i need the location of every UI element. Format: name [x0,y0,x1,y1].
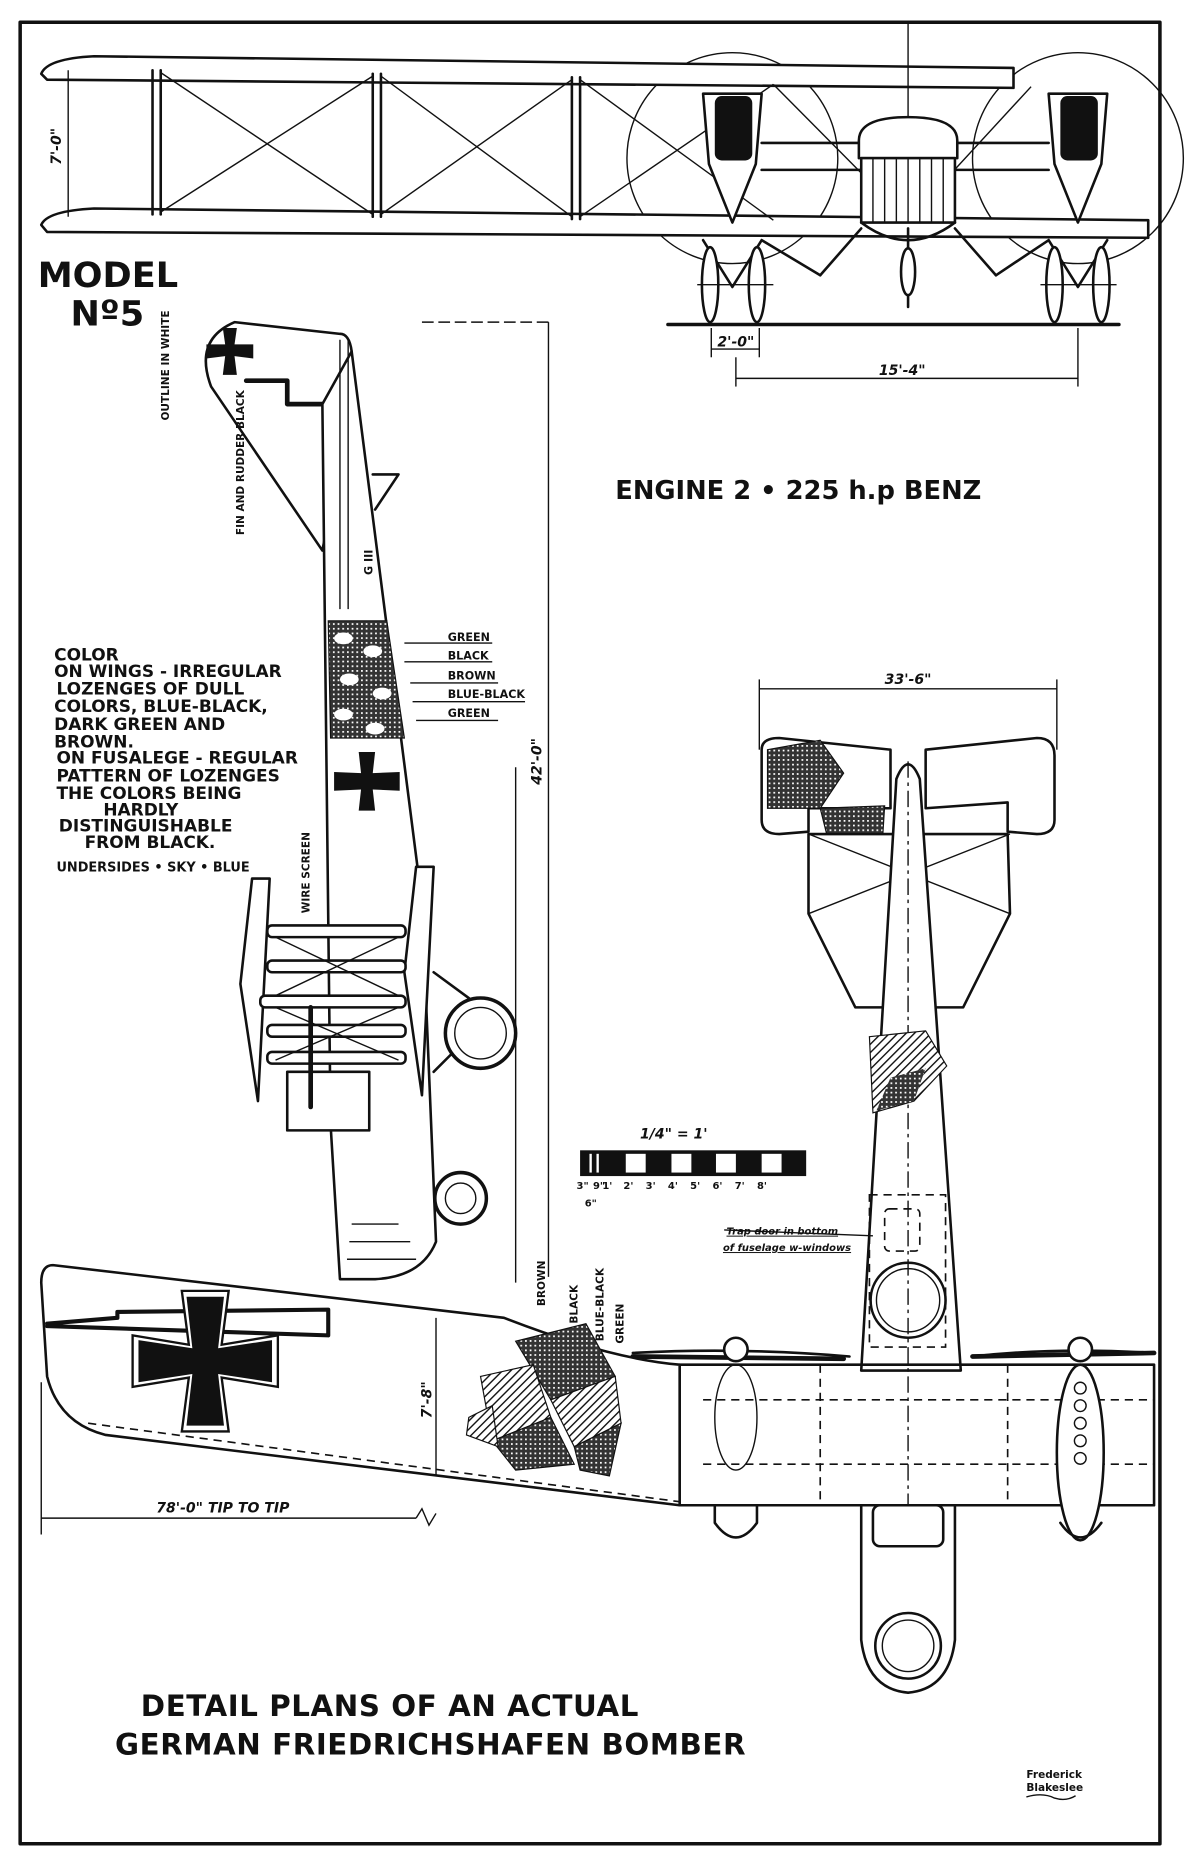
chord-dimension-label: 7'-8" [419,1381,435,1418]
wing-lozenges [465,1322,622,1477]
propeller-right [970,1336,1157,1363]
scale-label: 3" [577,1181,589,1192]
interplane-struts [151,68,1032,221]
dimension-wheel: 2'-0" [710,327,761,358]
title-line2: GERMAN FRIEDRICHSHAFEN BOMBER [115,1728,746,1762]
scale-label: 7' [735,1181,745,1192]
color-note-line: ON FUSALEGE - REGULAR [56,749,297,769]
scale-label: 4' [668,1181,678,1192]
trap-door-note-line1: Trap door in bottom [727,1227,839,1238]
fuselage-side [321,350,438,1281]
color-note-line: COLORS, BLUE-BLACK, [54,697,268,717]
scale-label: 2' [623,1181,633,1192]
scale-bar: 1/4" = 1' 3" 6" 9" 1' 2' 3' 4' 5' 6' 7' … [577,1127,807,1210]
engine-cowl-side [443,996,518,1071]
signature-line2: Blakeslee [1026,1782,1083,1794]
scale-label: 8' [757,1181,767,1192]
color-note-line: DARK GREEN AND [54,715,225,735]
color-note-line: FROM BLACK. [85,833,216,853]
color-note-line: DISTINGUISHABLE [59,817,233,837]
dimension-length: 42'-0" [421,321,551,1283]
fuselage-color-label: BLACK [448,649,489,662]
plan-view: 33'-6" Trap door in bottom of fuselage w… [39,672,1157,1699]
side-view: G III GREEN BLACK BROWN BLUE-BLACK GREEN… [160,310,551,1283]
fin-rudder-note: FIN AND RUDDER BLACK [235,389,247,535]
model-label: MODEL [38,255,178,296]
fuselage-color-label: GREEN [448,707,490,720]
color-note-line: PATTERN OF LOZENGES [56,766,279,786]
color-note-line: ON WINGS - IRREGULAR [54,662,282,682]
span-dimension-label: 78'-0" TIP TO TIP [156,1500,290,1516]
color-notes: COLOR ON WINGS - IRREGULAR LOZENGES OF D… [54,646,298,876]
scale-title: 1/4" = 1' [640,1127,708,1143]
dimension-gap: 7'-0" [49,70,69,217]
title-line1: DETAIL PLANS OF AN ACTUAL [141,1689,639,1723]
color-note-line: LOZENGES OF DULL [56,680,244,700]
signature-line1: Frederick [1026,1769,1083,1781]
fuselage-plan: Trap door in bottom of fuselage w-window… [723,761,963,1699]
color-note-line: COLOR [54,646,119,666]
color-note-line: HARDLY [103,800,179,820]
propeller-left [630,1336,846,1363]
dimension-span: 78'-0" TIP TO TIP [40,1382,437,1535]
scale-label: 9" [593,1181,605,1192]
model-number: Nº5 [71,294,145,335]
fuselage-front [818,115,998,309]
color-note-line: UNDERSIDES • SKY • BLUE [56,861,249,876]
tail-fin [204,320,353,552]
wing-color-label: BROWN [536,1261,548,1307]
wheel-dimension-label: 2'-0" [717,335,754,351]
tailplane-span-label: 33'-6" [885,672,932,688]
engine-nacelle-left [701,92,763,224]
scale-label: 6" [585,1199,597,1210]
wing-stack-side [239,865,518,1260]
wheel-side [433,1170,489,1226]
engine-label: ENGINE 2 • 225 h.p BENZ [615,476,981,506]
scale-label: 3' [646,1181,656,1192]
iron-cross-wing [131,1289,280,1433]
landing-gear [697,238,1117,324]
scale-label: 6' [712,1181,722,1192]
signature: Frederick Blakeslee [1026,1769,1083,1801]
iron-cross-tail [206,327,254,375]
wing-color-label: BLUE-BLACK [595,1267,607,1341]
scale-label: 5' [690,1181,700,1192]
left-wing-plan: 7'-8" BROWN BLACK BLUE-BLACK GREEN [39,1261,681,1507]
fuselage-lozenge-band [327,620,406,739]
fuselage-color-callouts: GREEN BLACK BROWN BLUE-BLACK GREEN [404,631,526,722]
iron-cross-fuselage [334,752,400,811]
fuselage-color-label: BLUE-BLACK [448,688,526,701]
wing-color-label: GREEN [614,1304,626,1344]
gap-dimension-label: 7'-0" [49,128,65,165]
color-note-line: THE COLORS BEING [56,784,241,804]
wing-color-label: BLACK [569,1284,581,1324]
fuselage-color-label: BROWN [448,669,496,682]
front-view: 7'-0" 2'-0" 15'-4" [39,23,1185,387]
color-note-line: BROWN. [54,732,134,752]
fuselage-color-label: GREEN [448,631,490,644]
engine-nacelle-right [1047,92,1109,224]
dimension-track: 15'-4" [735,327,1079,387]
serial-marking: G III [363,550,376,575]
page-border [18,20,1162,1846]
trap-door-note-line2: of fuselage w-windows [723,1243,851,1254]
track-dimension-label: 15'-4" [879,363,926,379]
outline-note: OUTLINE IN WHITE [160,310,172,420]
scale-label: 1' [602,1181,612,1192]
length-dimension-label: 42'-0" [529,738,545,786]
wire-screen-note: WIRE SCREEN [300,832,312,913]
